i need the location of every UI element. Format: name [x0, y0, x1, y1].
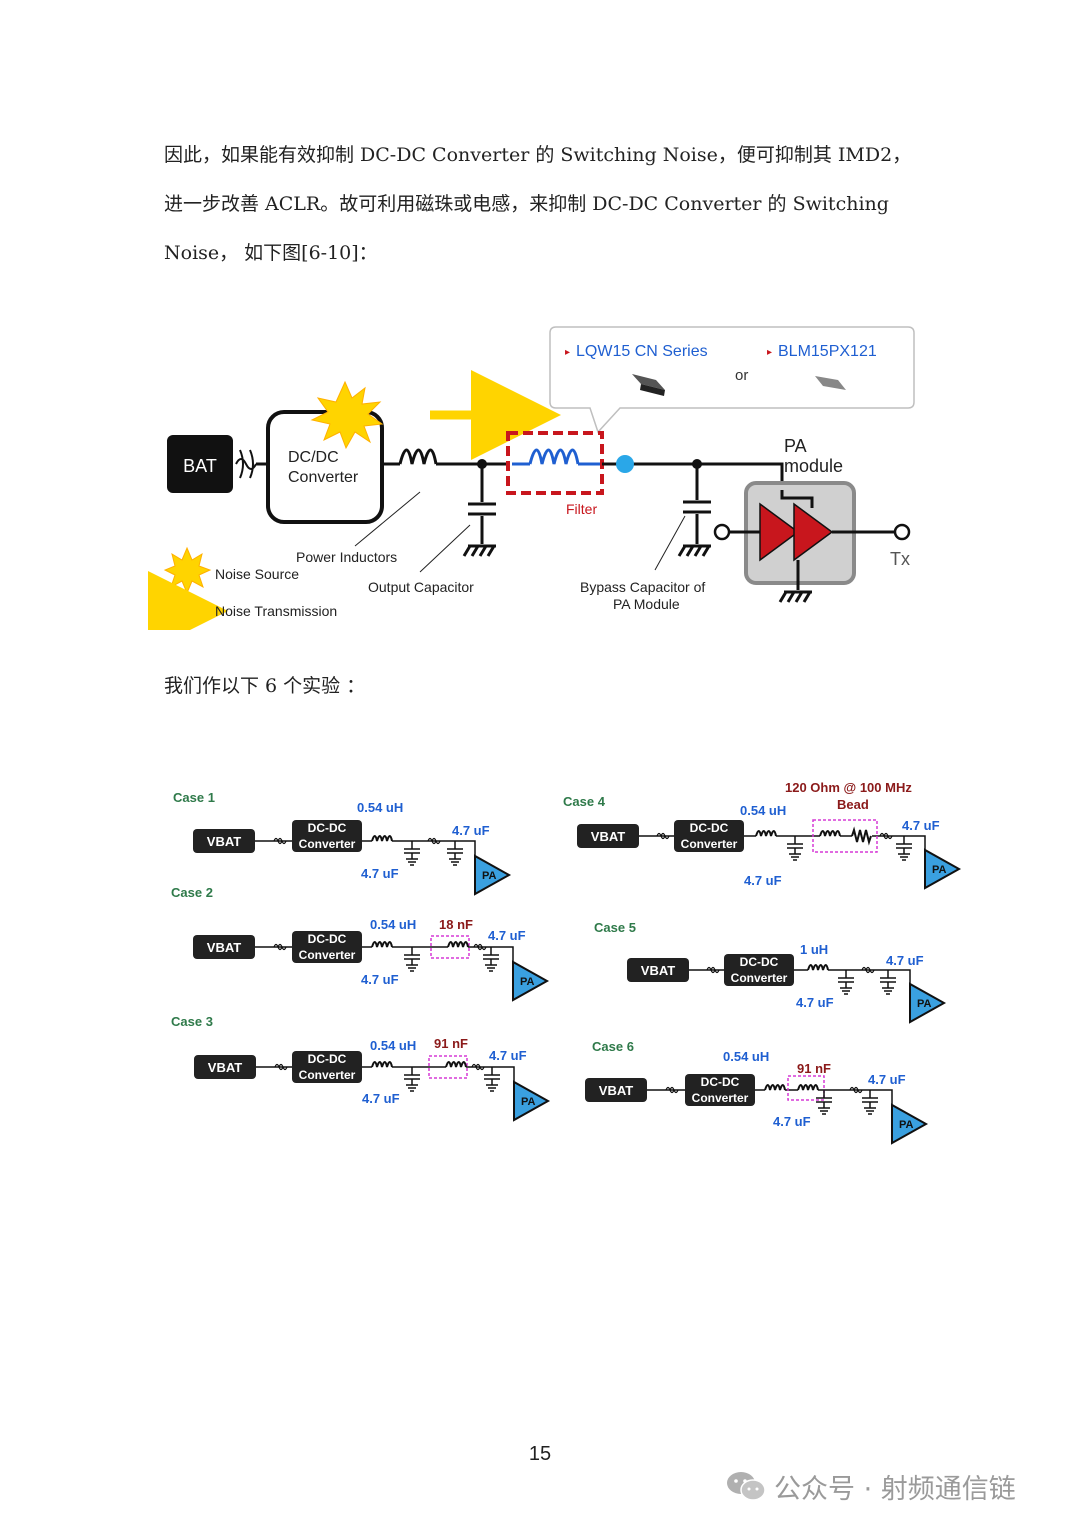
bypass-cap-label-2: PA Module: [613, 596, 680, 612]
dcdc-converter-block: [266, 410, 384, 524]
case-2-cap-out: 4.7 uF: [361, 972, 399, 987]
case-3-dcdc: DC-DC: [308, 1052, 347, 1066]
experiment-intro: 我们作以下 6 个实验 ：: [164, 662, 944, 711]
case-4-vbat: VBAT: [591, 829, 625, 844]
case-5-pa: PA: [917, 998, 932, 1010]
pa-module-label-1: PA: [784, 436, 807, 456]
case-5-vbat: VBAT: [641, 963, 675, 978]
case-5-title: Case 5: [594, 920, 636, 935]
legend-noise-source-icon: [163, 546, 212, 595]
pa-module-label-2: module: [784, 456, 843, 476]
case-3-filter: 91 nF: [434, 1036, 468, 1051]
battery-block: [167, 435, 233, 493]
case-3-cap-pa: 4.7 uF: [489, 1048, 527, 1063]
or-label: or: [735, 367, 748, 384]
tx-label: Tx: [890, 549, 910, 569]
bypass-cap-label-1: Bypass Capacitor of: [580, 579, 705, 595]
case-4-inductor: 0.54 uH: [740, 803, 786, 818]
case-6-cap-pa: 4.7 uF: [868, 1072, 906, 1087]
case-6: Case 6 VBAT DC-DC Converter PA 0.54 uH 9…: [585, 1039, 927, 1144]
case-3-cap-out: 4.7 uF: [362, 1091, 400, 1106]
case-6-vbat: VBAT: [599, 1083, 633, 1098]
battery-label: BAT: [183, 456, 217, 476]
page-number: 15: [528, 1443, 552, 1465]
case-2-filter: 18 nF: [439, 917, 473, 932]
case-1-dcdc: DC-DC: [308, 821, 347, 835]
case-6-inductor: 0.54 uH: [723, 1049, 769, 1064]
case-3-vbat: VBAT: [208, 1060, 242, 1075]
case-6-cap-out: 4.7 uF: [773, 1114, 811, 1129]
legend-noise-source: Noise Source: [215, 566, 299, 582]
output-capacitor-label: Output Capacitor: [368, 579, 474, 595]
converter-label-2: Converter: [288, 469, 359, 486]
inductor-chip-image: [632, 374, 665, 396]
case-5-cap-out: 4.7 uF: [796, 995, 834, 1010]
case-6-conv: Converter: [692, 1091, 749, 1105]
svg-text:▸: ▸: [565, 347, 570, 358]
experiment-intro-text: 我们作以下 6 个实验 ：: [164, 675, 366, 697]
case-1-title: Case 1: [173, 790, 215, 805]
case-4-cap-out: 4.7 uF: [744, 873, 782, 888]
case-1-cap-out: 4.7 uF: [361, 866, 399, 881]
case-1-conv: Converter: [299, 837, 356, 851]
watermark-text: 公众号 · 射频通信链: [774, 1473, 1016, 1505]
case-2-title: Case 2: [171, 885, 213, 900]
case-4: Case 4 120 Ohm @ 100 MHz Bead VBAT DC-DC…: [563, 780, 960, 889]
legend-noise-transmission: Noise Transmission: [215, 603, 337, 619]
case-1: Case 1 VBAT DC-DC Converter PA 0.54 uH 4…: [173, 790, 510, 895]
case-4-bead-label: 120 Ohm @ 100 MHz: [785, 780, 912, 795]
case-1-vbat: VBAT: [207, 834, 241, 849]
case-2-pa: PA: [520, 976, 535, 988]
case-4-dcdc: DC-DC: [690, 821, 729, 835]
case-6-dcdc: DC-DC: [701, 1075, 740, 1089]
case-4-bead-sublabel: Bead: [837, 797, 869, 812]
converter-label-1: DC/DC: [288, 449, 339, 466]
case-1-inductor: 0.54 uH: [357, 800, 403, 815]
case-2-dcdc: DC-DC: [308, 932, 347, 946]
intro-line-2: 进一步改善 ACLR。故可利用磁珠或电感，来抑制 DC-DC Converter…: [164, 193, 889, 215]
case-5-cap-pa: 4.7 uF: [886, 953, 924, 968]
wechat-icon: [727, 1472, 766, 1501]
case-4-conv: Converter: [681, 837, 738, 851]
intro-line-3: Noise， 如下图[6-10]：: [164, 242, 378, 264]
case-3: Case 3 VBAT DC-DC Converter PA 0.54 uH 9…: [171, 1014, 549, 1121]
option2-label: BLM15PX121: [778, 343, 877, 360]
case-4-cap-pa: 4.7 uF: [902, 818, 940, 833]
intro-paragraph: 因此，如果能有效抑制 DC-DC Converter 的 Switching N…: [164, 131, 944, 278]
noise-path-diagram: ▸ LQW15 CN Series ▸ BLM15PX121 or BAT DC…: [148, 326, 915, 630]
case-3-inductor: 0.54 uH: [370, 1038, 416, 1053]
watermark: 公众号 · 射频通信链: [726, 1466, 1056, 1506]
case-4-title: Case 4: [563, 794, 606, 809]
case-1-cap-pa: 4.7 uF: [452, 823, 490, 838]
case-5-conv: Converter: [731, 971, 788, 985]
case-2-cap-pa: 4.7 uF: [488, 928, 526, 943]
filter-label: Filter: [566, 501, 597, 517]
case-5-dcdc: DC-DC: [740, 955, 779, 969]
case-3-pa: PA: [521, 1096, 536, 1108]
case-2: Case 2 VBAT DC-DC Converter PA 0.54 uH 1…: [171, 885, 548, 1001]
svg-text:▸: ▸: [767, 347, 772, 358]
noise-source-star: [310, 380, 384, 450]
case-5-inductor: 1 uH: [800, 942, 828, 957]
case-2-conv: Converter: [299, 948, 356, 962]
case-3-conv: Converter: [299, 1068, 356, 1082]
option1-label: LQW15 CN Series: [576, 343, 708, 360]
case-6-pa: PA: [899, 1119, 914, 1131]
case-6-filter: 91 nF: [797, 1061, 831, 1076]
intro-line-1: 因此，如果能有效抑制 DC-DC Converter 的 Switching N…: [164, 144, 912, 166]
case-4-pa: PA: [932, 864, 947, 876]
case-1-pa: PA: [482, 870, 497, 882]
case-6-title: Case 6: [592, 1039, 634, 1054]
case-3-title: Case 3: [171, 1014, 213, 1029]
power-inductors-label: Power Inductors: [296, 549, 397, 565]
case-5: Case 5 VBAT DC-DC Converter PA 1 uH 4.7 …: [594, 920, 945, 1023]
case-2-vbat: VBAT: [207, 940, 241, 955]
six-cases-figure: Case 1 VBAT DC-DC Converter PA 0.54 uH 4…: [171, 780, 960, 1144]
case-2-inductor: 0.54 uH: [370, 917, 416, 932]
